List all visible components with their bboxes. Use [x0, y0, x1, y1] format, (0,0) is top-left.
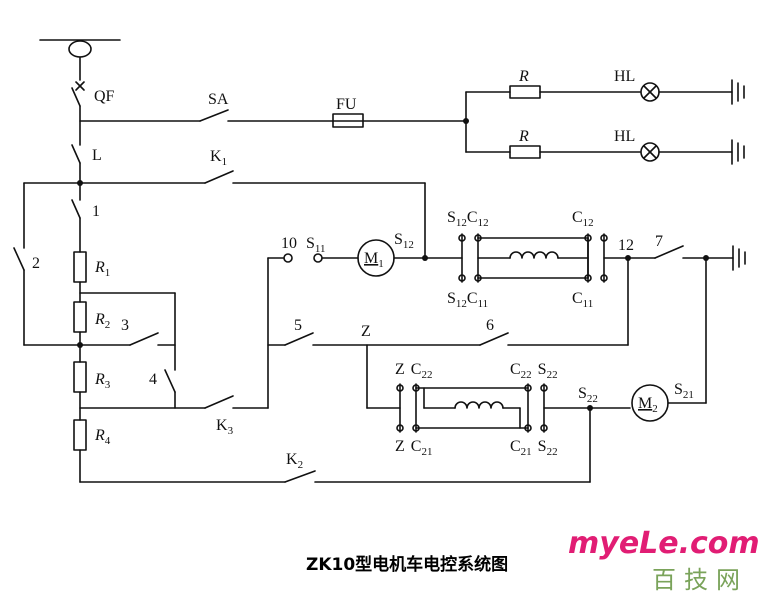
- switch-6-label: 6: [486, 317, 494, 334]
- r-label-1: R: [518, 68, 529, 85]
- watermark-site: myeLe.com: [568, 526, 760, 561]
- switch-7-label: 7: [655, 233, 663, 250]
- m2-label: M2: [638, 395, 658, 415]
- node-12-label: 12: [618, 237, 634, 254]
- c12-label-top: C12: [572, 209, 594, 229]
- lamp-circuit: [79, 79, 745, 165]
- s22-label-m2: S22: [578, 385, 598, 405]
- k1-label: K1: [210, 148, 227, 168]
- switch-4-label: 4: [149, 371, 157, 388]
- m1-line: [267, 239, 463, 277]
- switch-3-label: 3: [121, 317, 129, 334]
- switch-5-label: 5: [294, 317, 302, 334]
- r1-label: R1: [94, 259, 110, 279]
- m2-reversing-field: [396, 257, 707, 433]
- s12-label-m1: S12: [394, 231, 414, 251]
- k2-label: K2: [286, 451, 303, 471]
- r2-label: R2: [94, 311, 110, 331]
- qf-label: QF: [94, 88, 115, 105]
- sa-label: SA: [208, 91, 229, 108]
- s11-label-m1: S11: [306, 235, 326, 255]
- k3-label: K3: [216, 417, 234, 437]
- switch-1-label: 1: [92, 203, 100, 220]
- m1-reversing-field: [458, 233, 746, 283]
- r-label-2: R: [518, 128, 529, 145]
- s12-c12-label-top: S12C12: [447, 209, 489, 229]
- fu-label: FU: [336, 96, 357, 113]
- m2-control-line: [267, 257, 629, 409]
- switch-10-label: 10: [281, 235, 297, 252]
- m1-label: M1: [364, 250, 384, 270]
- watermark-cn: 百技网: [652, 566, 748, 594]
- main-vertical: [71, 144, 591, 483]
- s21-label-m2: S21: [674, 381, 694, 401]
- bypass-switch-2: [13, 182, 81, 346]
- z-label-top: Z: [361, 323, 371, 340]
- hl-label-2: HL: [614, 128, 635, 145]
- switch-2-label: 2: [32, 255, 40, 272]
- supply-bus: [39, 39, 121, 146]
- s12-c11-label-bottom: S12C11: [447, 290, 488, 310]
- r2-bypass: [79, 257, 269, 409]
- diagram-title: ZK10型电机车电控系统图: [306, 554, 508, 575]
- l-label: L: [92, 147, 102, 164]
- hl-label-1: HL: [614, 68, 635, 85]
- c11-label-bottom: C11: [572, 290, 593, 310]
- r4-label: R4: [94, 427, 111, 447]
- r3-label: R3: [94, 371, 111, 391]
- k1-branch: [79, 170, 426, 259]
